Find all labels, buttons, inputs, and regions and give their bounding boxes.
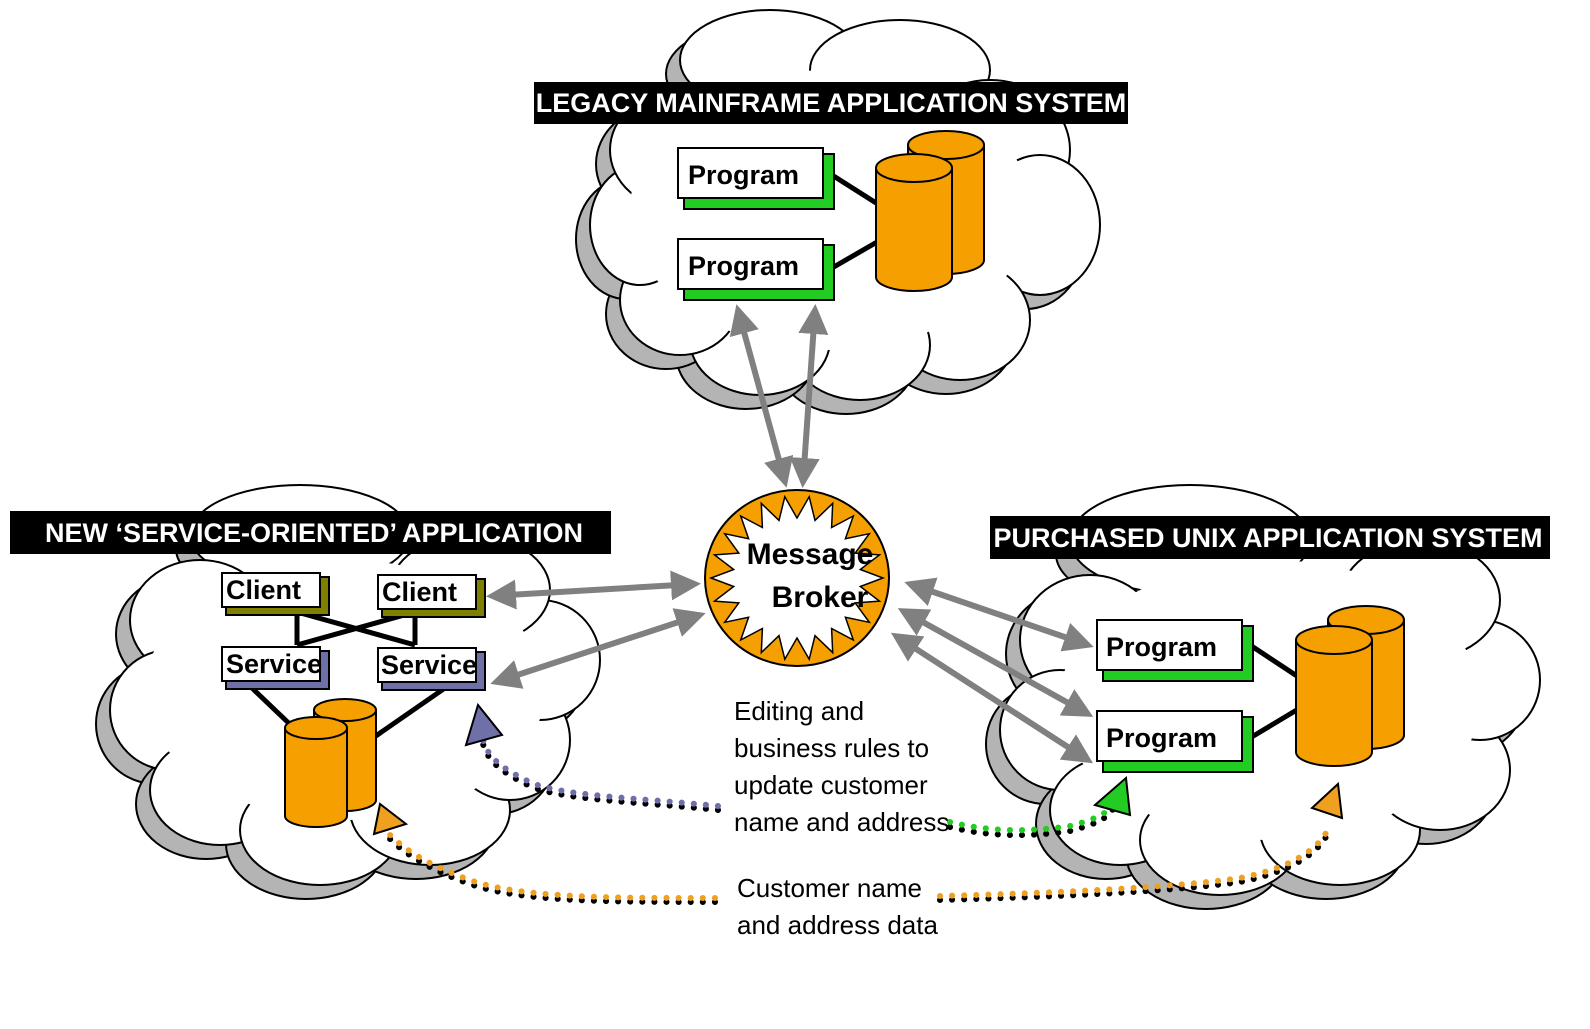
legacy-program-label-1: Program xyxy=(688,160,799,190)
client-label-2: Client xyxy=(382,577,457,607)
service-box-1: Service xyxy=(221,646,330,690)
unix-title: PURCHASED UNIX APPLICATION SYSTEM xyxy=(993,523,1542,553)
legacy-title-bar: LEGACY MAINFRAME APPLICATION SYSTEM xyxy=(534,82,1128,124)
client-box-1: Client xyxy=(221,572,330,616)
unix-database-icon xyxy=(1295,605,1405,767)
legacy-program-label-2: Program xyxy=(688,251,799,281)
unix-program-box-1: Program xyxy=(1096,619,1254,682)
service-title: NEW ‘SERVICE-ORIENTED’ APPLICATION xyxy=(45,518,583,548)
service-box-2: Service xyxy=(377,647,486,691)
service-title-bar: NEW ‘SERVICE-ORIENTED’ APPLICATION xyxy=(10,511,611,554)
unix-program-label-2: Program xyxy=(1106,723,1217,753)
legacy-program-box-1: Program xyxy=(677,147,835,210)
service-database-icon xyxy=(284,698,377,828)
rules-annotation: Editing and business rules to update cus… xyxy=(734,696,949,837)
rules-flow-to-unix xyxy=(947,775,1132,839)
legacy-cloud xyxy=(575,9,1101,415)
data-line-2: and address data xyxy=(737,910,938,940)
unix-program-label-1: Program xyxy=(1106,632,1217,662)
broker-starburst xyxy=(708,494,886,662)
data-annotation: Customer name and address data xyxy=(737,873,938,940)
data-line-1: Customer name xyxy=(737,873,922,903)
data-flow-to-service xyxy=(372,802,718,905)
broker-label-line1: Message xyxy=(747,538,874,571)
legacy-title: LEGACY MAINFRAME APPLICATION SYSTEM xyxy=(536,88,1127,118)
client-box-2: Client xyxy=(377,574,486,618)
unix-title-bar: PURCHASED UNIX APPLICATION SYSTEM xyxy=(990,516,1550,559)
rules-line-1: Editing and xyxy=(734,696,864,726)
broker-arrows xyxy=(486,304,1094,764)
rules-line-4: name and address xyxy=(734,807,949,837)
service-label-1: Service xyxy=(226,649,322,679)
broker-label-line2: Broker xyxy=(772,581,869,614)
service-label-2: Service xyxy=(381,650,477,680)
client-label-1: Client xyxy=(226,575,301,605)
legacy-program-box-2: Program xyxy=(677,238,835,301)
message-broker: Message Broker xyxy=(704,489,890,667)
unix-connectors xyxy=(1248,642,1302,741)
legacy-database-icon xyxy=(875,130,985,292)
unix-program-box-2: Program xyxy=(1096,710,1254,773)
rules-line-2: business rules to xyxy=(734,733,929,763)
data-flow-to-unix xyxy=(937,781,1344,903)
rules-flow-to-service xyxy=(464,702,721,813)
rules-line-3: update customer xyxy=(734,770,928,800)
